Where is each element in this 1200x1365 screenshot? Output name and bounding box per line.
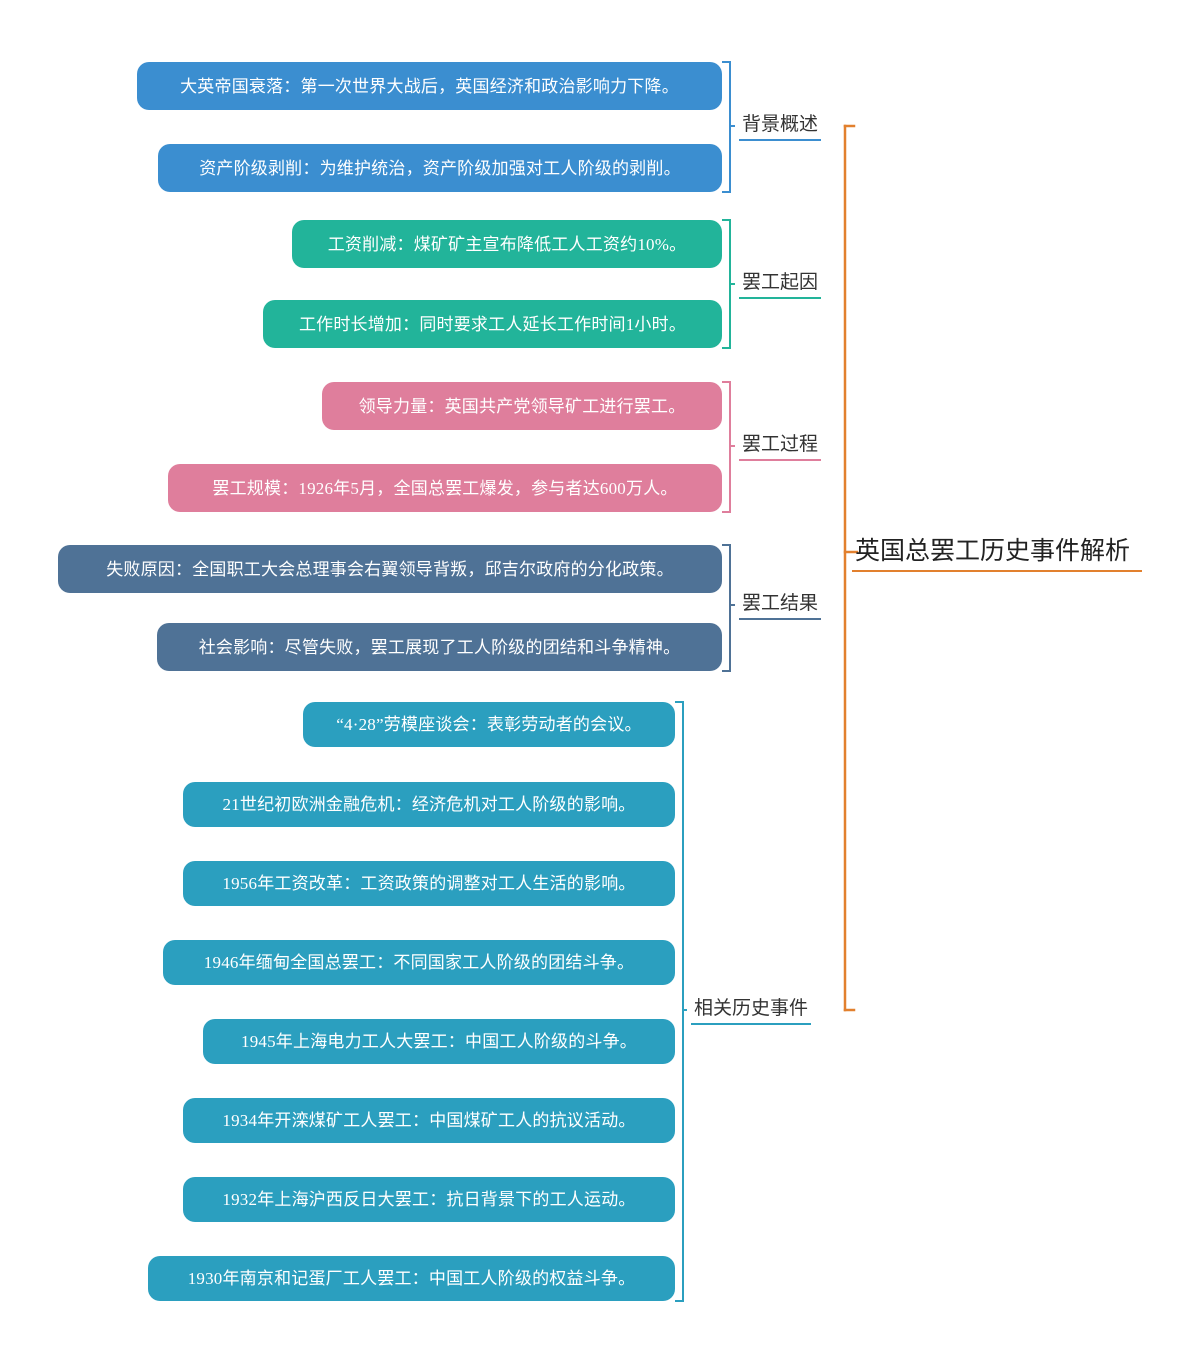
topic-node[interactable]: 1945年上海电力工人大罢工：中国工人阶级的斗争。 — [203, 1019, 675, 1064]
topic-node[interactable]: 工资削减：煤矿矿主宣布降低工人工资约10%。 — [292, 220, 722, 268]
branch-label-underline-5 — [691, 1023, 811, 1025]
topic-node[interactable]: “4·28”劳模座谈会：表彰劳动者的会议。 — [303, 702, 675, 747]
root-topic-underline — [852, 570, 1142, 572]
branch-label-underline-3 — [739, 459, 821, 461]
branch-label-underline-4 — [739, 618, 821, 620]
topic-node[interactable]: 失败原因：全国职工大会总理事会右翼领导背叛，邱吉尔政府的分化政策。 — [58, 545, 722, 593]
topic-node[interactable]: 1932年上海沪西反日大罢工：抗日背景下的工人运动。 — [183, 1177, 675, 1222]
root-topic-label[interactable]: 英国总罢工历史事件解析 — [855, 537, 1131, 565]
topic-node[interactable]: 资产阶级剥削：为维护统治，资产阶级加强对工人阶级的剥削。 — [158, 144, 722, 192]
topic-node[interactable]: 大英帝国衰落：第一次世界大战后，英国经济和政治影响力下降。 — [137, 62, 722, 110]
branch-label-underline-1 — [739, 139, 821, 141]
branch-label-3[interactable]: 罢工过程 — [742, 434, 819, 455]
topic-node[interactable]: 工作时长增加：同时要求工人延长工作时间1小时。 — [263, 300, 722, 348]
topic-node[interactable]: 1930年南京和记蛋厂工人罢工：中国工人阶级的权益斗争。 — [148, 1256, 675, 1301]
branch-label-underline-2 — [739, 297, 821, 299]
branch-label-4[interactable]: 罢工结果 — [742, 593, 819, 614]
topic-node[interactable]: 社会影响：尽管失败，罢工展现了工人阶级的团结和斗争精神。 — [157, 623, 722, 671]
branch-label-2[interactable]: 罢工起因 — [742, 272, 819, 293]
topic-node[interactable]: 1946年缅甸全国总罢工：不同国家工人阶级的团结斗争。 — [163, 940, 675, 985]
topic-node[interactable]: 21世纪初欧洲金融危机：经济危机对工人阶级的影响。 — [183, 782, 675, 827]
topic-node[interactable]: 1956年工资改革：工资政策的调整对工人生活的影响。 — [183, 861, 675, 906]
topic-node[interactable]: 领导力量：英国共产党领导矿工进行罢工。 — [322, 382, 722, 430]
topic-node[interactable]: 罢工规模：1926年5月，全国总罢工爆发，参与者达600万人。 — [168, 464, 722, 512]
branch-label-1[interactable]: 背景概述 — [742, 114, 819, 135]
topic-node[interactable]: 1934年开滦煤矿工人罢工：中国煤矿工人的抗议活动。 — [183, 1098, 675, 1143]
branch-label-5[interactable]: 相关历史事件 — [694, 998, 809, 1019]
